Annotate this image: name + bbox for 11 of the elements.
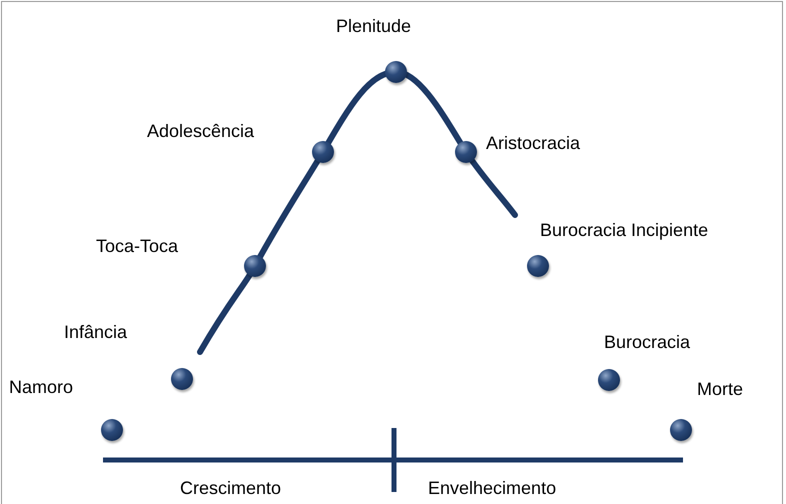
stage-label: Morte (697, 379, 744, 400)
stage-label: Burocracia (604, 332, 690, 353)
stage-label: Burocracia Incipiente (540, 220, 708, 241)
stage-label: Plenitude (336, 16, 412, 37)
stage-label: Toca-Toca (96, 236, 178, 257)
phase-label: Envelhecimento (428, 478, 556, 499)
stage-label: Namoro (9, 377, 74, 398)
stage-label: Aristocracia (486, 133, 580, 154)
phase-label: Crescimento (180, 478, 282, 499)
stage-label: Infância (64, 322, 128, 343)
stage-label: Adolescência (147, 121, 254, 142)
